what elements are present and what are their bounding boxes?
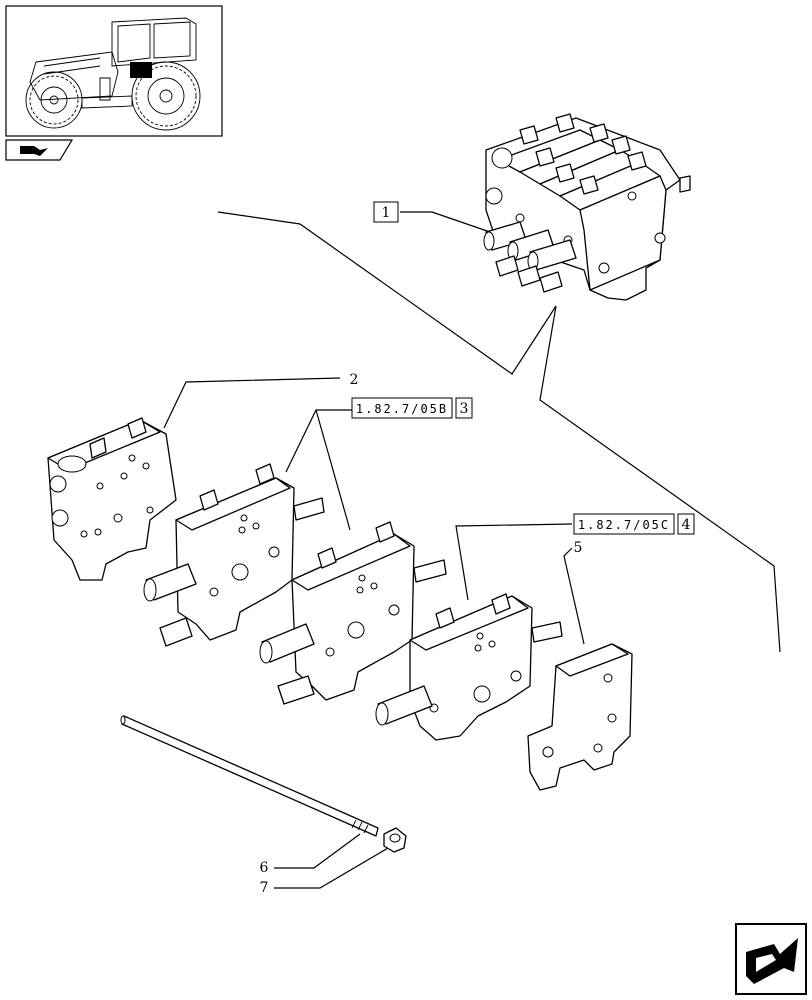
control-section-c-part (375, 593, 563, 741)
svg-text:4: 4 (682, 517, 691, 533)
leader-lines (163, 211, 781, 889)
next-page-arrow-icon[interactable] (735, 923, 807, 995)
tractor-thumbnail-icon[interactable] (5, 5, 223, 137)
reference-3: 1.82.7/05B (356, 402, 448, 416)
nut-part (383, 827, 407, 853)
reference-4: 1.82.7/05C (578, 518, 670, 532)
inlet-cover-part (47, 417, 177, 581)
control-section-b-part (259, 521, 447, 705)
callout-7: 7 (260, 880, 269, 896)
svg-text:7: 7 (260, 880, 269, 896)
book-arrow-icon[interactable] (5, 139, 74, 161)
valve-assembly-part (483, 113, 691, 301)
svg-text:1: 1 (382, 205, 391, 221)
control-section-a-part (143, 463, 325, 647)
svg-text:6: 6 (260, 860, 269, 876)
callout-2: 2 (350, 372, 359, 388)
svg-text:2: 2 (350, 372, 359, 388)
callout-6: 6 (260, 860, 269, 876)
svg-text:5: 5 (574, 540, 583, 556)
callout-3: 1.82.7/05B 3 (351, 397, 473, 419)
callout-4: 1.82.7/05C 4 (573, 513, 695, 535)
end-cover-part (527, 643, 633, 791)
callout-5: 5 (574, 540, 583, 556)
svg-text:3: 3 (460, 401, 469, 417)
callout-1: 1 (373, 201, 399, 223)
tie-rod-part (120, 715, 379, 837)
